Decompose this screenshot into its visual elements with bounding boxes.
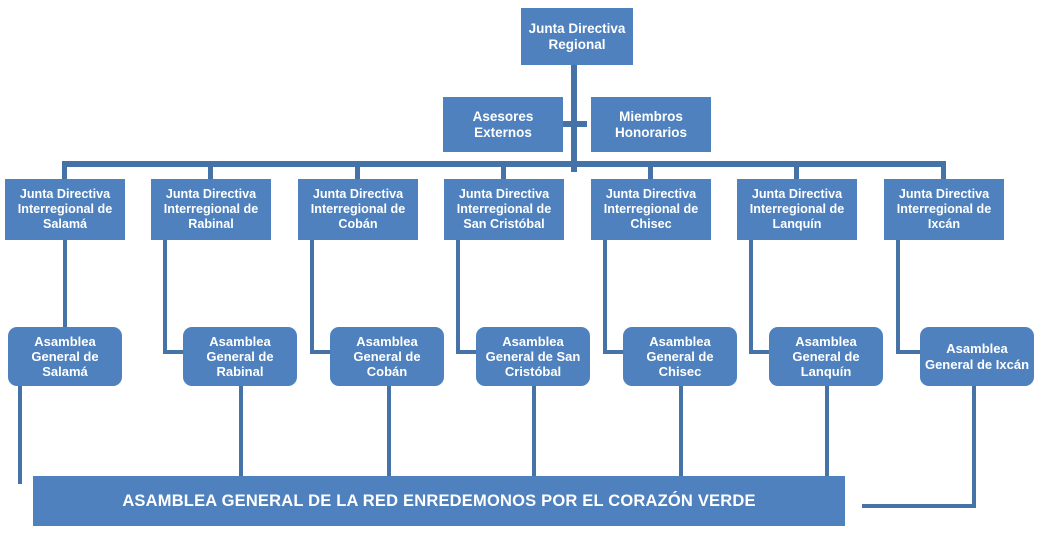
- node-junta-lanquin[interactable]: Junta Directiva Interregional de Lanquín: [737, 179, 857, 240]
- connector-board-assembly-1: [63, 240, 67, 327]
- connector-board-assembly-3-horizontal: [310, 350, 330, 354]
- connector-bus-drop-5: [648, 161, 653, 180]
- connector-assembly-banner-7-vertical: [972, 386, 976, 508]
- connector-board-assembly-7-horizontal: [896, 350, 920, 354]
- connector-assembly-banner-5: [679, 386, 683, 484]
- connector-bus-drop-7: [941, 161, 946, 180]
- node-junta-ixcan[interactable]: Junta Directiva Interregional de Ixcán: [884, 179, 1004, 240]
- connector-bus-drop-3: [355, 161, 360, 180]
- connector-bus-drop-2: [208, 161, 213, 180]
- connector-board-assembly-6-horizontal: [749, 350, 769, 354]
- connector-assembly-banner-6: [825, 386, 829, 484]
- node-asamblea-san-cristobal[interactable]: Asamblea General de San Cristóbal: [476, 327, 590, 386]
- connector-assembly-banner-3: [387, 386, 391, 484]
- connector-board-assembly-2-vertical: [163, 240, 167, 354]
- connector-assembly-banner-7-horizontal: [862, 504, 976, 508]
- connector-board-assembly-6-vertical: [749, 240, 753, 354]
- node-junta-coban[interactable]: Junta Directiva Interregional de Cobán: [298, 179, 418, 240]
- connector-assembly-banner-2: [239, 386, 243, 484]
- connector-side-horizontal: [561, 121, 587, 127]
- node-asamblea-coban[interactable]: Asamblea General de Cobán: [330, 327, 444, 386]
- connector-board-assembly-5-vertical: [603, 240, 607, 354]
- connector-board-assembly-5-horizontal: [603, 350, 623, 354]
- connector-board-assembly-2-horizontal: [163, 350, 183, 354]
- node-asamblea-salama[interactable]: Asamblea General de Salamá: [8, 327, 122, 386]
- connector-root-vertical: [571, 64, 577, 172]
- node-junta-salama[interactable]: Junta Directiva Interregional de Salamá: [5, 179, 125, 240]
- node-asamblea-ixcan[interactable]: Asamblea General de Ixcán: [920, 327, 1034, 386]
- connector-assembly-banner-4: [532, 386, 536, 484]
- node-junta-directiva-regional[interactable]: Junta Directiva Regional: [521, 8, 633, 65]
- connector-bus-drop-1: [62, 161, 67, 180]
- connector-bus-drop-6: [794, 161, 799, 180]
- node-asesores-externos[interactable]: Asesores Externos: [443, 97, 563, 152]
- connector-board-assembly-4-vertical: [456, 240, 460, 354]
- connector-board-assembly-4-horizontal: [456, 350, 476, 354]
- node-junta-chisec[interactable]: Junta Directiva Interregional de Chisec: [591, 179, 711, 240]
- node-asamblea-rabinal[interactable]: Asamblea General de Rabinal: [183, 327, 297, 386]
- connector-board-assembly-3-vertical: [310, 240, 314, 354]
- node-junta-san-cristobal[interactable]: Junta Directiva Interregional de San Cri…: [444, 179, 564, 240]
- connector-board-assembly-7-vertical: [896, 240, 900, 354]
- node-junta-rabinal[interactable]: Junta Directiva Interregional de Rabinal: [151, 179, 271, 240]
- node-miembros-honorarios[interactable]: Miembros Honorarios: [591, 97, 711, 152]
- connector-assembly-banner-1: [18, 386, 22, 484]
- node-asamblea-lanquin[interactable]: Asamblea General de Lanquín: [769, 327, 883, 386]
- banner-asamblea-general-red[interactable]: ASAMBLEA GENERAL DE LA RED ENREDEMONOS P…: [33, 476, 845, 526]
- node-asamblea-chisec[interactable]: Asamblea General de Chisec: [623, 327, 737, 386]
- connector-bus-drop-4: [501, 161, 506, 180]
